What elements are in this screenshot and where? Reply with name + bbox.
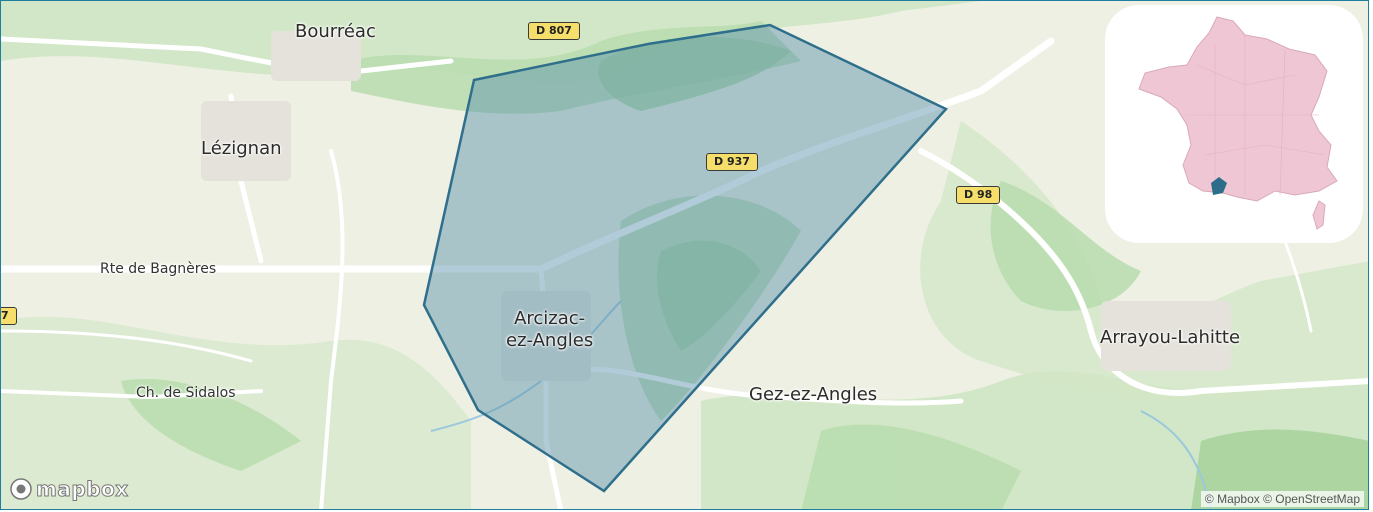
highlighted-region bbox=[1211, 177, 1227, 195]
france-outline-icon bbox=[1138, 16, 1338, 230]
inset-overview-map bbox=[1105, 5, 1363, 243]
mapbox-logo-text: mapbox bbox=[36, 477, 129, 502]
selected-area-polygon[interactable] bbox=[422, 23, 949, 493]
mapbox-logo-icon bbox=[10, 478, 32, 500]
road-shield-d807: D 807 bbox=[528, 22, 580, 40]
road-shield-d98: D 98 bbox=[956, 186, 1001, 204]
town-label-bourreac: Bourréac bbox=[295, 21, 376, 42]
road-label-ch-sidalos: Ch. de Sidalos bbox=[136, 385, 236, 401]
road-shield-edge: 7 bbox=[1, 307, 17, 325]
map-attribution[interactable]: © Mapbox © OpenStreetMap bbox=[1200, 491, 1364, 507]
road-label-rte-bagneres: Rte de Bagnères bbox=[100, 261, 217, 277]
town-label-lezignan: Lézignan bbox=[201, 138, 282, 159]
town-label-arcizac: Arcizac- ez-Angles bbox=[506, 308, 594, 351]
town-label-gez: Gez-ez-Angles bbox=[749, 384, 878, 405]
road-shield-d937: D 937 bbox=[706, 153, 758, 171]
mapbox-logo[interactable]: mapbox bbox=[9, 477, 129, 502]
town-label-arrayou: Arrayou-Lahitte bbox=[1100, 327, 1241, 348]
